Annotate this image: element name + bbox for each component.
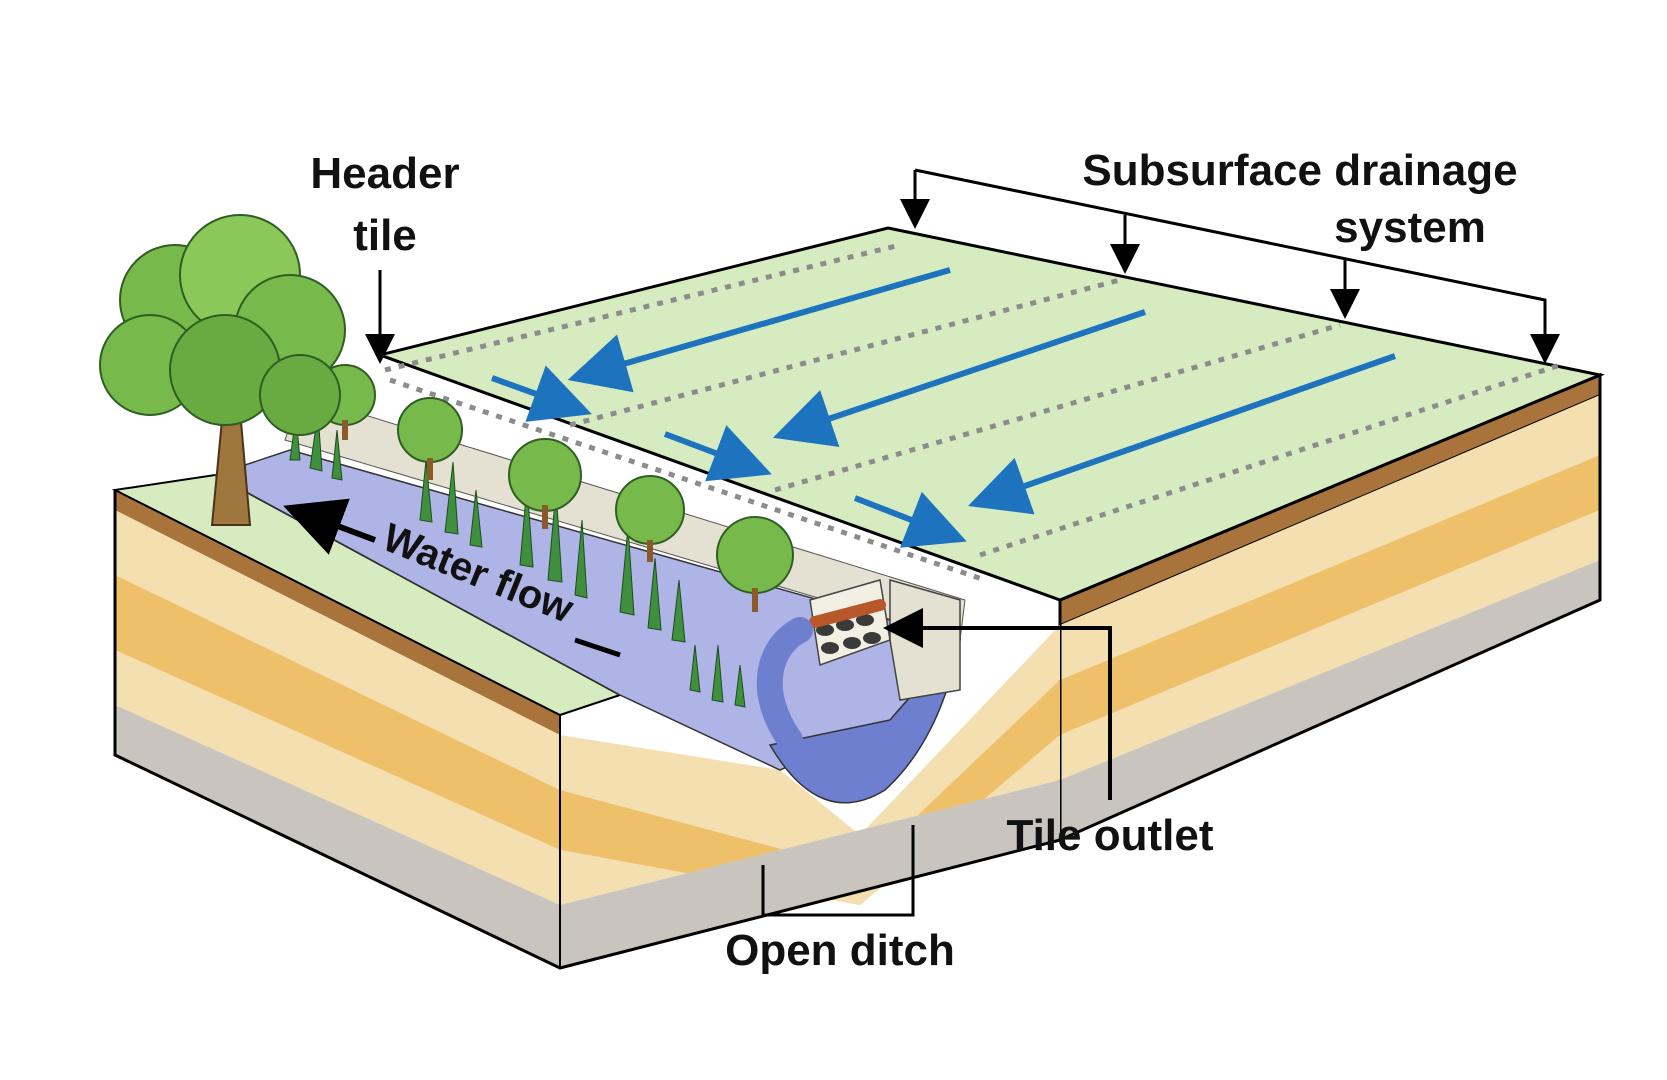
tile-line (569, 277, 1121, 428)
flow-arrow-header-1 (490, 365, 592, 422)
tile-outlet-pointer (883, 608, 1112, 800)
flow-arrow-header-3 (853, 491, 967, 548)
header-tile-label: Header (310, 149, 459, 198)
tree-icon (508, 438, 582, 529)
flow-arrow-lateral-2 (772, 309, 1146, 447)
subsurface-drainage-label: system (1334, 203, 1486, 252)
open-ditch-bracket (761, 825, 915, 917)
header-tile-label: tile (353, 211, 417, 260)
grass-icon (289, 412, 746, 708)
flow-arrows (490, 267, 1396, 548)
header-tile-line (389, 377, 986, 583)
tile-line (979, 362, 1561, 558)
subsurface-tile-lines (384, 242, 1561, 583)
soil-front-face (113, 490, 1061, 970)
tree-icon (397, 397, 463, 480)
tree-icon (716, 516, 794, 612)
tree-icon (99, 214, 346, 526)
flow-arrow-header-2 (663, 425, 772, 482)
subsurface-drainage-label: Subsurface drainage (1082, 146, 1517, 195)
tree-icon (615, 475, 685, 562)
flow-arrow-lateral-3 (968, 353, 1396, 515)
tile-line (774, 322, 1341, 493)
soil-side-face (1058, 372, 1602, 843)
outlet-pipe (809, 599, 886, 628)
water-flow-arrow (283, 498, 621, 658)
field-surface (374, 226, 1606, 602)
flow-arrow-lateral-1 (567, 267, 951, 393)
subsurface-bracket (900, 168, 1560, 364)
tile-line (384, 242, 901, 373)
tile-outlet-label: Tile outlet (1007, 811, 1214, 860)
outlet-water-stream (756, 617, 813, 753)
outlet-stones (816, 614, 881, 654)
open-ditch-label: Open ditch (725, 926, 955, 975)
